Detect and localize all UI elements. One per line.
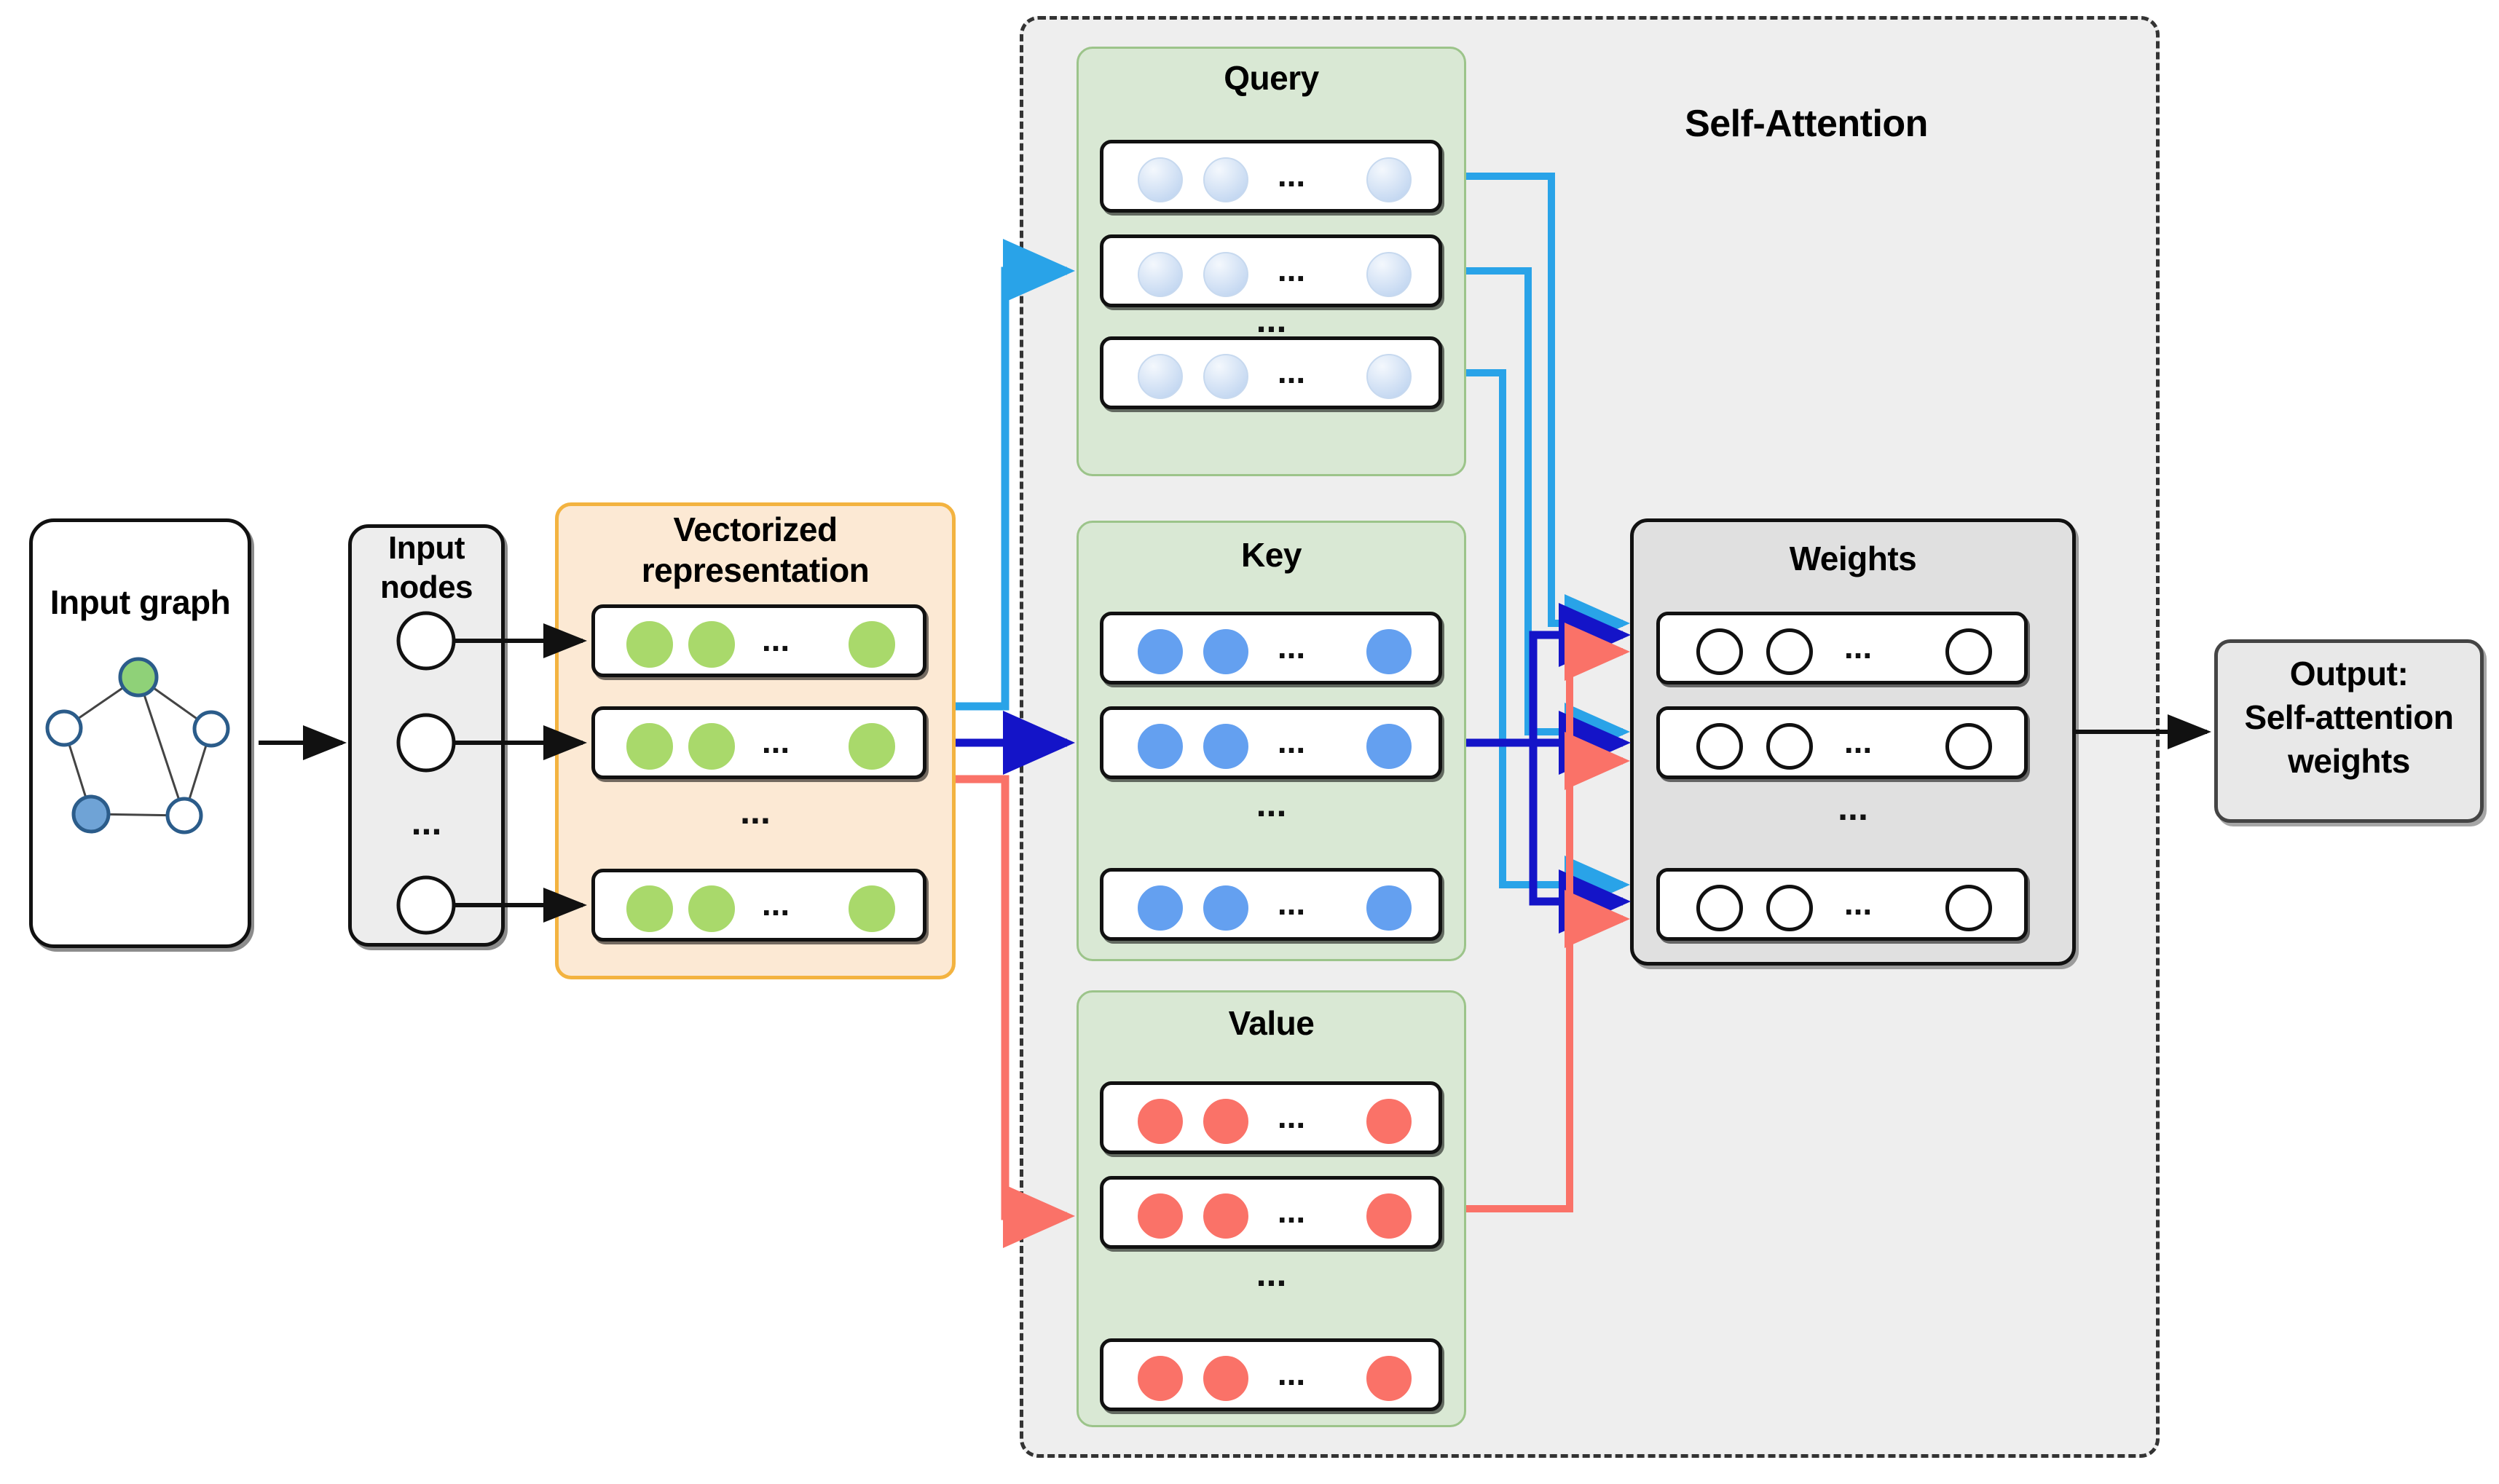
query-row-n: ... xyxy=(1100,336,1442,409)
output-box xyxy=(2214,639,2484,823)
vector-row-n: ... xyxy=(591,869,926,942)
vector-row-n-cn xyxy=(849,885,895,932)
vector-row-n-c2 xyxy=(688,885,735,932)
weight-row-n-cn xyxy=(1945,885,1992,931)
key-row-2-c1 xyxy=(1138,724,1183,769)
self-attention-title: Self-Attention xyxy=(1685,103,1928,145)
weight-row-n-c1 xyxy=(1696,885,1743,931)
key-row-2: ... xyxy=(1100,706,1442,779)
input-nodes-ellipsis: ... xyxy=(411,802,442,842)
value-row-1-ellipsis: ... xyxy=(1277,1097,1306,1135)
query-row-1-c1 xyxy=(1138,157,1183,202)
key-row-n-ellipsis: ... xyxy=(1277,884,1306,922)
input-nodes-label-line1: Input xyxy=(387,530,465,566)
key-row-2-cn xyxy=(1366,724,1412,769)
key-row-1-c1 xyxy=(1138,629,1183,674)
key-row-n-cn xyxy=(1366,885,1412,931)
vector-row-2: ... xyxy=(591,706,926,779)
key-row-2-ellipsis: ... xyxy=(1277,722,1306,760)
input-graph-label: Input graph xyxy=(50,583,231,621)
vector-row-2-ellipsis: ... xyxy=(761,722,790,760)
value-row-1: ... xyxy=(1100,1081,1442,1154)
key-row-1-cn xyxy=(1366,629,1412,674)
query-row-1: ... xyxy=(1100,140,1442,213)
input-nodes-label-line2: nodes xyxy=(379,569,473,605)
value-row-n: ... xyxy=(1100,1338,1442,1411)
value-row-2-ellipsis: ... xyxy=(1277,1192,1306,1230)
key-row-1: ... xyxy=(1100,612,1442,684)
value-ellipsis: ... xyxy=(1256,1253,1287,1294)
vector-row-1-ellipsis: ... xyxy=(761,620,790,658)
value-row-n-cn xyxy=(1366,1356,1412,1401)
value-label: Value xyxy=(1228,1004,1315,1042)
query-row-n-c2 xyxy=(1203,354,1248,399)
weight-row-2-ellipsis: ... xyxy=(1843,722,1873,760)
key-row-1-c2 xyxy=(1203,629,1248,674)
vector-row-1: ... xyxy=(591,604,926,677)
weight-row-2-c1 xyxy=(1696,723,1743,770)
weight-row-n: ... xyxy=(1656,868,2028,941)
weights-ellipsis: ... xyxy=(1838,787,1868,828)
vector-row-1-c2 xyxy=(688,621,735,668)
query-label: Query xyxy=(1224,59,1319,97)
weight-row-1-ellipsis: ... xyxy=(1843,628,1873,666)
vector-row-1-cn xyxy=(849,621,895,668)
weight-row-1-c2 xyxy=(1766,628,1813,675)
query-row-2-ellipsis: ... xyxy=(1277,250,1306,288)
value-row-2: ... xyxy=(1100,1176,1442,1249)
key-row-n: ... xyxy=(1100,868,1442,941)
output-line-1: Output: xyxy=(2289,655,2409,692)
value-row-2-c1 xyxy=(1138,1193,1183,1239)
value-row-1-c1 xyxy=(1138,1099,1183,1144)
value-row-2-c2 xyxy=(1203,1193,1248,1239)
vector-row-2-c2 xyxy=(688,723,735,770)
weight-row-2-c2 xyxy=(1766,723,1813,770)
value-row-n-c2 xyxy=(1203,1356,1248,1401)
query-row-2-c2 xyxy=(1203,252,1248,297)
vector-row-2-cn xyxy=(849,723,895,770)
query-row-2-cn xyxy=(1366,252,1412,297)
weight-row-1: ... xyxy=(1656,612,2028,684)
query-row-1-c2 xyxy=(1203,157,1248,202)
weights-label: Weights xyxy=(1789,540,1917,577)
value-row-n-c1 xyxy=(1138,1356,1183,1401)
vector-row-n-ellipsis: ... xyxy=(761,885,790,923)
query-row-1-cn xyxy=(1366,157,1412,202)
query-row-n-cn xyxy=(1366,354,1412,399)
value-row-n-ellipsis: ... xyxy=(1277,1354,1306,1392)
query-row-n-c1 xyxy=(1138,354,1183,399)
value-row-2-cn xyxy=(1366,1193,1412,1239)
weight-row-2: ... xyxy=(1656,706,2028,779)
weight-row-2-cn xyxy=(1945,723,1992,770)
vectorized-ellipsis: ... xyxy=(740,791,771,832)
value-row-1-cn xyxy=(1366,1099,1412,1144)
query-row-2: ... xyxy=(1100,234,1442,307)
key-row-n-c2 xyxy=(1203,885,1248,931)
key-ellipsis: ... xyxy=(1256,784,1287,824)
vectorized-label-line2: representation xyxy=(641,551,870,589)
query-row-1-ellipsis: ... xyxy=(1277,156,1306,194)
output-line-3: weights xyxy=(2288,742,2410,780)
key-row-2-c2 xyxy=(1203,724,1248,769)
weight-row-n-c2 xyxy=(1766,885,1813,931)
vector-row-2-c1 xyxy=(626,723,673,770)
weight-row-1-cn xyxy=(1945,628,1992,675)
weight-row-n-ellipsis: ... xyxy=(1843,884,1873,922)
weight-row-1-c1 xyxy=(1696,628,1743,675)
vector-row-1-c1 xyxy=(626,621,673,668)
key-row-n-c1 xyxy=(1138,885,1183,931)
query-row-n-ellipsis: ... xyxy=(1277,352,1306,390)
key-label: Key xyxy=(1241,536,1302,574)
output-line-2: Self-attention xyxy=(2244,698,2454,736)
key-row-1-ellipsis: ... xyxy=(1277,628,1306,666)
vectorized-label-line1: Vectorized xyxy=(673,510,838,548)
vector-row-n-c1 xyxy=(626,885,673,932)
query-row-2-c1 xyxy=(1138,252,1183,297)
value-row-1-c2 xyxy=(1203,1099,1248,1144)
